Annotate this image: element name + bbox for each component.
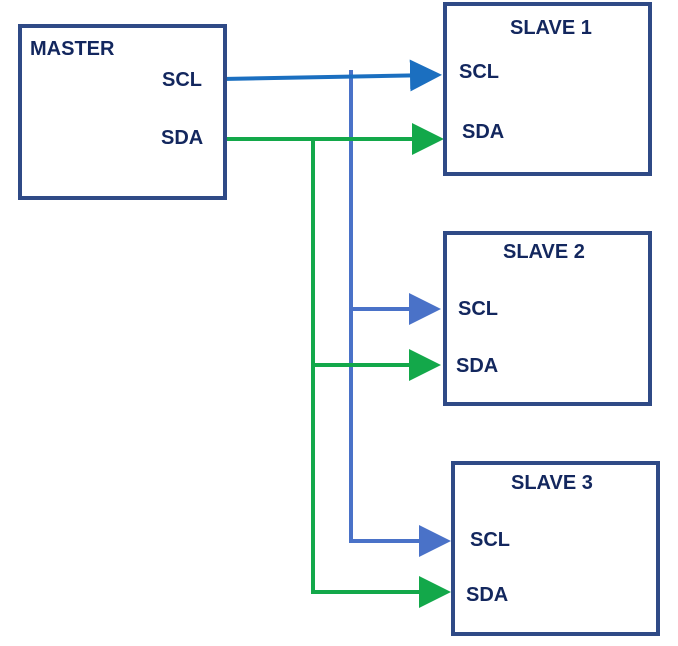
slave-2-scl-pin: SCL xyxy=(458,298,498,320)
slave-1-scl-pin: SCL xyxy=(459,61,499,83)
slave-1-title: SLAVE 1 xyxy=(510,17,592,39)
slave-2-title: SLAVE 2 xyxy=(503,241,585,263)
master-title: MASTER xyxy=(30,38,115,60)
slave-3-title: SLAVE 3 xyxy=(511,472,593,494)
slave-1-sda-pin: SDA xyxy=(462,121,505,143)
slave-3-box xyxy=(451,461,660,636)
master-sda-pin: SDA xyxy=(161,127,204,149)
slave-1-box xyxy=(443,2,652,176)
slave-2-sda-pin: SDA xyxy=(456,355,499,377)
master-scl-pin: SCL xyxy=(162,69,202,91)
scl-wire-slave-1 xyxy=(221,59,442,92)
slave-3-sda-pin: SDA xyxy=(466,584,509,606)
slave-2-box xyxy=(443,231,652,406)
master-box xyxy=(18,24,227,200)
slave-3-scl-pin: SCL xyxy=(470,529,510,551)
